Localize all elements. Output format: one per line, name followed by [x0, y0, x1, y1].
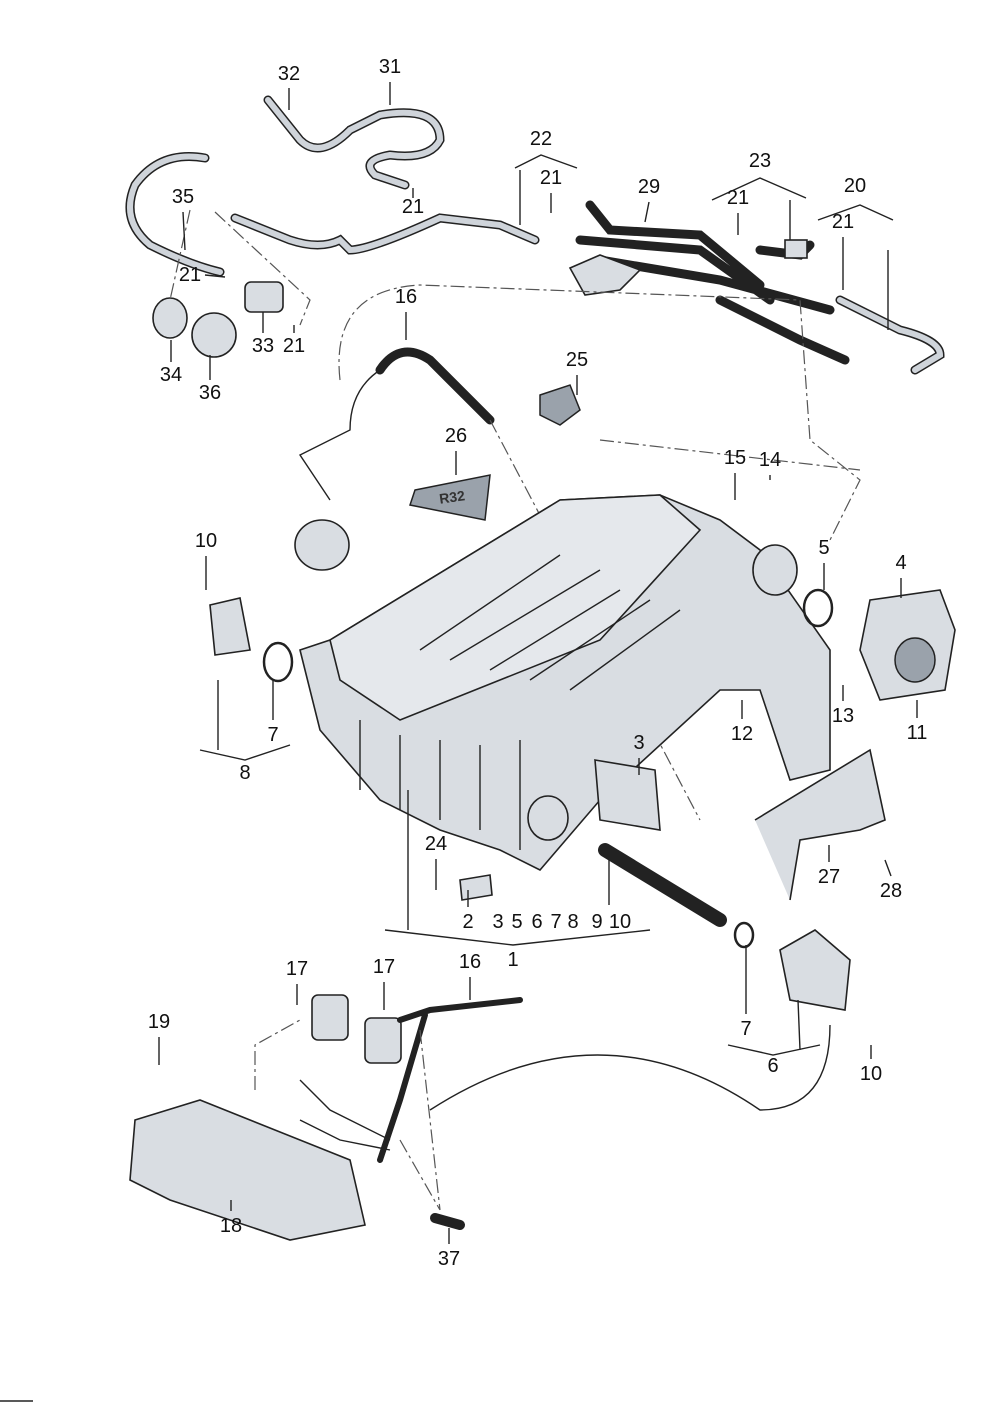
- label-6: 6: [767, 1055, 779, 1077]
- label-4: 4: [895, 552, 907, 574]
- label-9: 9: [591, 911, 603, 933]
- label-25: 25: [565, 349, 589, 371]
- label-32: 32: [277, 63, 301, 85]
- label-8: 8: [567, 911, 579, 933]
- label-14: 14: [758, 449, 782, 471]
- label-11: 11: [906, 722, 928, 744]
- label-20: 20: [843, 175, 867, 197]
- label-17: 17: [372, 956, 396, 978]
- actuator-6: [779, 929, 851, 1011]
- label-3: 3: [633, 732, 645, 754]
- label-7: 7: [267, 724, 279, 746]
- label-24: 24: [424, 833, 448, 855]
- label-6: 6: [531, 911, 543, 933]
- ring-34: [152, 297, 188, 339]
- label-21: 21: [282, 335, 306, 357]
- hose-20: [835, 250, 945, 375]
- label-5: 5: [511, 911, 523, 933]
- resonator-18: [129, 1099, 366, 1241]
- label-22: 22: [529, 128, 553, 150]
- valve-33: [244, 281, 284, 313]
- label-34: 34: [159, 364, 183, 386]
- clamp-36: [191, 312, 237, 358]
- tee-37: [430, 1213, 465, 1230]
- label-2: 2: [462, 911, 474, 933]
- plug-2: [459, 874, 493, 901]
- hose-16b: [377, 997, 523, 1163]
- label-33: 33: [251, 335, 275, 357]
- label-1: 1: [507, 949, 519, 971]
- label-16: 16: [458, 951, 482, 973]
- label-37: 37: [437, 1248, 461, 1270]
- label-35: 35: [171, 186, 195, 208]
- label-21: 21: [178, 264, 202, 286]
- valve-17a: [311, 994, 349, 1041]
- label-7: 7: [740, 1018, 752, 1040]
- badge-26: [409, 474, 491, 521]
- seal-5: [802, 588, 834, 628]
- label-10: 10: [194, 530, 218, 552]
- hose-31: [263, 95, 445, 190]
- gasket-3: [594, 759, 661, 831]
- pipe-29: [568, 200, 850, 365]
- label-12: 12: [730, 723, 754, 745]
- label-10: 10: [608, 911, 632, 933]
- hose-22: [230, 213, 540, 255]
- filter-16: [294, 519, 350, 571]
- label-13: 13: [831, 705, 855, 727]
- label-8: 8: [239, 762, 251, 784]
- label-18: 18: [219, 1215, 243, 1237]
- part-25: [539, 384, 581, 426]
- valve-23-body: [784, 239, 808, 259]
- label-29: 29: [637, 176, 661, 198]
- label-31: 31: [378, 56, 402, 78]
- hose-35: [125, 152, 225, 277]
- intake-manifold: [299, 494, 831, 871]
- label-10: 10: [859, 1063, 883, 1085]
- label-21: 21: [831, 211, 855, 233]
- label-28: 28: [879, 880, 903, 902]
- label-23: 23: [748, 150, 772, 172]
- label-16: 16: [394, 286, 418, 308]
- flange-10: [209, 597, 251, 656]
- label-5: 5: [818, 537, 830, 559]
- label-36: 36: [198, 382, 222, 404]
- label-27: 27: [817, 866, 841, 888]
- label-17: 17: [285, 958, 309, 980]
- label-26: 26: [444, 425, 468, 447]
- label-7: 7: [550, 911, 562, 933]
- label-19: 19: [147, 1011, 171, 1033]
- valve-17b: [364, 1017, 402, 1064]
- hose-16: [375, 347, 495, 425]
- badge-26-text: R32: [438, 487, 466, 507]
- label-21: 21: [539, 167, 563, 189]
- label-21: 21: [401, 196, 425, 218]
- bracket-27: [754, 748, 886, 901]
- label-3: 3: [492, 911, 504, 933]
- seal-7: [262, 641, 294, 683]
- label-15: 15: [723, 447, 747, 469]
- label-21: 21: [726, 187, 750, 209]
- rail-9: [598, 843, 727, 927]
